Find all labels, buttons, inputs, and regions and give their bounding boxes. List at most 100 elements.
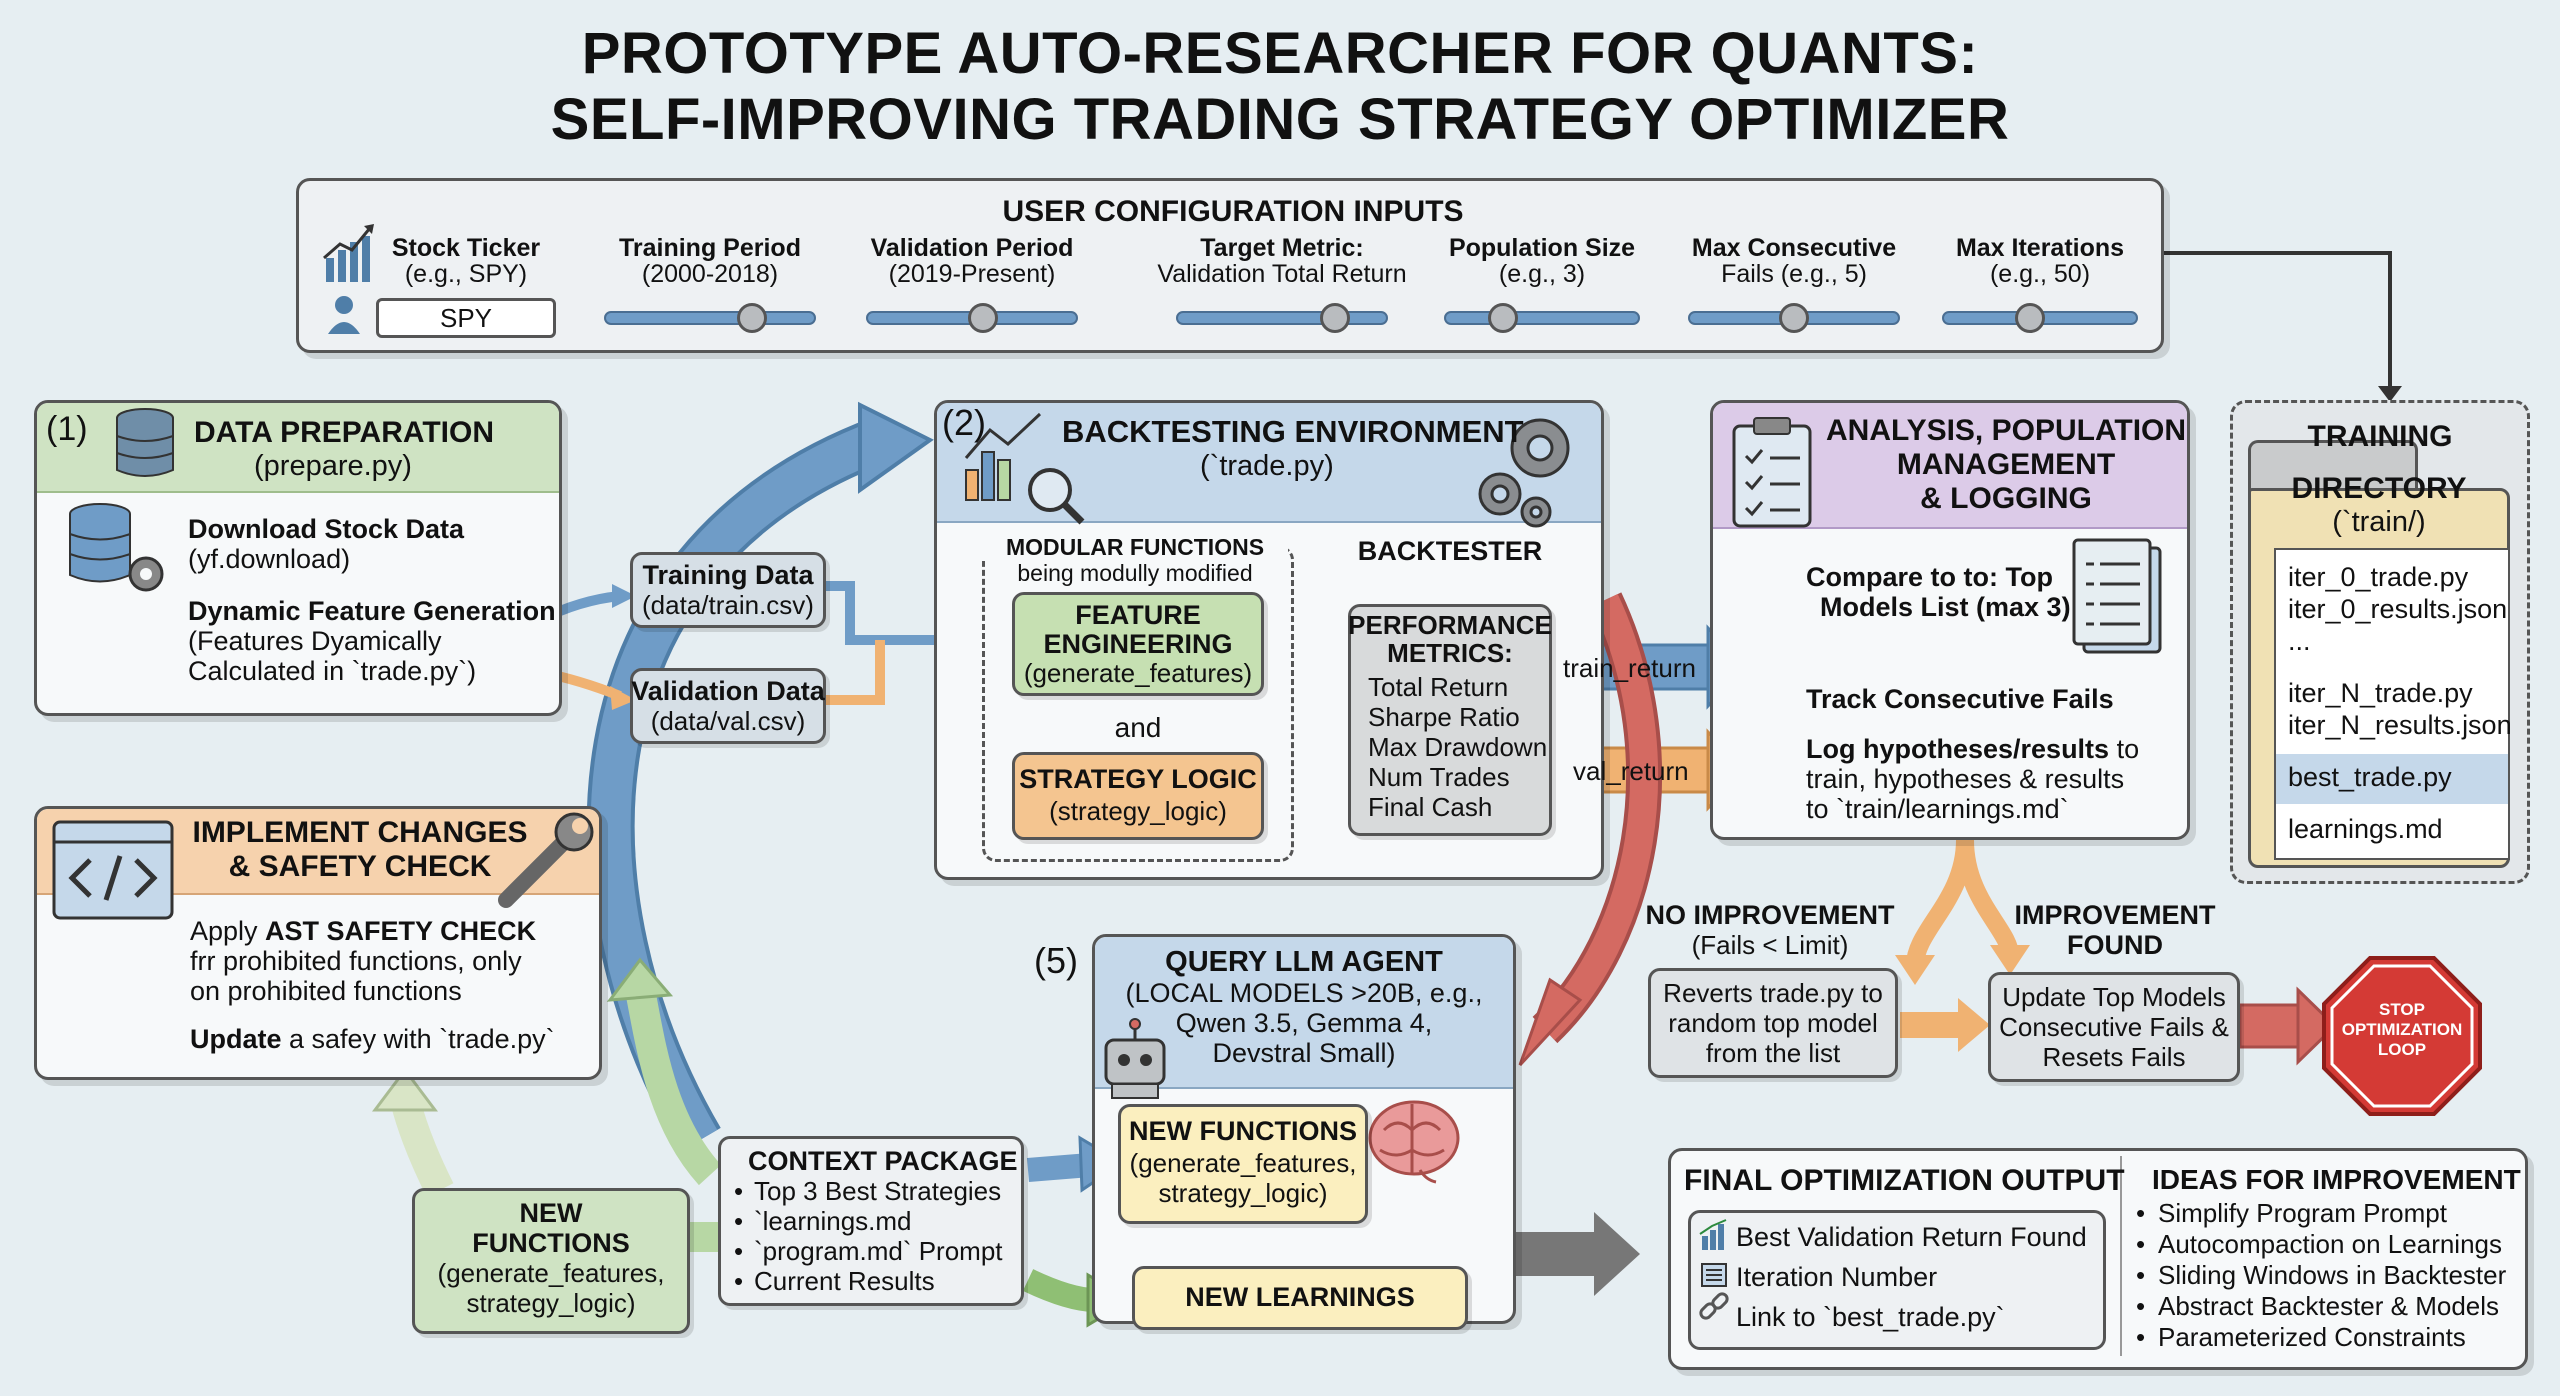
update-rest: a safey with `trade.py` <box>281 1024 555 1054</box>
dir-file-item[interactable]: iter_0_results.json <box>2288 594 2508 624</box>
config-slider-3-label: Population Size <box>1448 234 1636 262</box>
learnings-file[interactable]: learnings.md <box>2288 814 2443 844</box>
final-output-title: FINAL OPTIMIZATION OUTPUT <box>1684 1164 2125 1197</box>
update-line3: Resets Fails <box>2042 1042 2186 1072</box>
implement-line2: & SAFETY CHECK <box>228 850 492 883</box>
config-slider-1-sub: (2019-Present) <box>888 260 1056 288</box>
config-slider-4-knob[interactable] <box>1779 303 1809 333</box>
config-slider-5-label: Max Iterations <box>1955 234 2125 262</box>
dir-file-item[interactable]: ... <box>2288 626 2311 656</box>
update-line2: Consecutive Fails & <box>1999 1012 2229 1042</box>
llm-newfunc-title: NEW FUNCTIONS <box>1129 1116 1357 1146</box>
data-prep-title: DATA PREPARATION <box>194 416 494 449</box>
new-func-line4: strategy_logic) <box>466 1288 636 1318</box>
title-line-1: PROTOTYPE AUTO-RESEARCHER FOR QUANTS: <box>581 21 1979 86</box>
loop-arrowhead-backtest <box>858 401 934 494</box>
idea-item: Abstract Backtester & Models <box>2158 1291 2500 1321</box>
apply-bold: AST SAFETY CHECK <box>265 916 537 946</box>
update-bold: Update <box>190 1024 282 1054</box>
training-data-box <box>630 552 826 628</box>
revert-box <box>1648 968 1898 1078</box>
feature-gen-sub1: (Features Dyamically <box>188 626 442 656</box>
new-func-line2: FUNCTIONS <box>472 1228 630 1258</box>
new-func-line3: (generate_features, <box>437 1258 665 1288</box>
new-func-line1: NEW <box>519 1198 583 1228</box>
revert-line2: random top model <box>1668 1008 1878 1038</box>
performance-metrics-box <box>1348 604 1552 836</box>
modular-line1: MODULAR FUNCTIONS <box>982 534 1288 561</box>
final-output-item: Best Validation Return Found <box>1736 1222 2087 1252</box>
config-slider-1-knob[interactable] <box>967 303 998 333</box>
config-slider-2-label: Target Metric: <box>1200 234 1364 262</box>
metric-item: Sharpe Ratio <box>1368 702 1520 732</box>
context-item: `learnings.md <box>754 1206 912 1236</box>
best-trade-file[interactable] <box>2276 754 2508 804</box>
config-slider-0-sub: (2000-2018) <box>641 260 779 288</box>
metric-item: Final Cash <box>1368 792 1493 822</box>
no-improvement-line1: NO IMPROVEMENT <box>1645 900 1895 930</box>
config-slider-2-knob[interactable] <box>1320 303 1350 333</box>
new-functions-llm-box <box>1118 1104 1368 1224</box>
final-output-divider <box>2120 1156 2122 1356</box>
config-slider-0-track[interactable] <box>604 311 816 325</box>
training-data-title: Training Data <box>642 560 814 590</box>
config-slider-0-knob[interactable] <box>737 303 768 333</box>
llm-newfunc-line3: strategy_logic) <box>1158 1178 1328 1208</box>
context-item: `program.md` Prompt <box>754 1236 1003 1266</box>
llm-line3: Qwen 3.5, Gemma 4, <box>1175 1008 1433 1038</box>
best-trade-label: best_trade.py <box>2288 762 2452 792</box>
modular-line2: being modully modified <box>1017 560 1253 586</box>
backtest-number: (2) <box>942 402 986 443</box>
dir-line3: (`train/) <box>2332 506 2426 538</box>
data-prep-file: (prepare.py) <box>254 450 412 482</box>
update-line1: Update Top Models <box>2002 982 2226 1012</box>
apply-line3: on prohibited functions <box>190 976 462 1006</box>
apply-line1: Apply AST SAFETY CHECK <box>190 916 536 947</box>
log-line2: train, hypotheses & results <box>1806 764 2125 794</box>
metric-item: Total Return <box>1368 672 1509 702</box>
dir-file-item[interactable]: iter_N_results.json <box>2288 710 2512 740</box>
config-slider-5-knob[interactable] <box>2015 303 2046 333</box>
arrow-to-implement <box>625 987 722 1186</box>
feature-line2: ENGINEERING <box>1043 629 1233 659</box>
config-slider-0-label: Training Period <box>619 234 801 262</box>
config-slider-4-sub: Fails (e.g., 5) <box>1721 260 1867 288</box>
context-item: Current Results <box>754 1266 935 1296</box>
idea-item: Parameterized Constraints <box>2158 1322 2466 1352</box>
log-line3: to `train/learnings.md` <box>1806 794 2069 824</box>
config-header: USER CONFIGURATION INPUTS <box>1002 195 1464 228</box>
update-line: Update a safey with `trade.py` <box>190 1024 555 1055</box>
bullet-icon: • <box>2136 1291 2146 1321</box>
ticker-input[interactable]: SPY <box>376 298 556 338</box>
idea-item: Simplify Program Prompt <box>2158 1198 2447 1228</box>
dir-line1: TRAINING <box>2307 420 2453 453</box>
metrics-line2: METRICS: <box>1387 638 1513 668</box>
feature-gen-title: Dynamic Feature Generation <box>188 596 556 626</box>
dir-file-item[interactable]: iter_0_trade.py <box>2288 562 2469 592</box>
val-return-label: val_return <box>1573 756 1689 786</box>
llm-line4: Devstral Small) <box>1212 1038 1396 1068</box>
file-list <box>2274 548 2510 860</box>
compare-line2: Models List (max 3) <box>1820 592 2071 622</box>
improvement-line1: IMPROVEMENT <box>2014 900 2216 930</box>
config-to-directory-arrowhead <box>2378 386 2402 402</box>
config-slider-3-knob[interactable] <box>1487 303 1518 333</box>
validation-data-file: (data/val.csv) <box>650 706 806 736</box>
metrics-line1: PERFORMANCE <box>1348 610 1552 640</box>
validation-data-title: Validation Data <box>631 676 825 706</box>
no-improvement-line2: (Fails < Limit) <box>1691 930 1849 960</box>
apply-pre: Apply <box>190 916 266 946</box>
final-output-item: Link to `best_trade.py` <box>1736 1302 2005 1332</box>
idea-item: Sliding Windows in Backtester <box>2158 1260 2507 1290</box>
data-prep-number: (1) <box>46 410 88 448</box>
config-slider-3-track[interactable] <box>1444 311 1640 325</box>
dir-file-item[interactable]: iter_N_trade.py <box>2288 678 2473 708</box>
ideas-title: IDEAS FOR IMPROVEMENT <box>2152 1164 2521 1195</box>
log-bold: Log hypotheses/results <box>1806 734 2110 764</box>
track-fails: Track Consecutive Fails <box>1806 684 2114 714</box>
config-slider-2-track[interactable] <box>1176 311 1388 325</box>
llm-newfunc-line2: (generate_features, <box>1129 1148 1357 1178</box>
strategy-func: (strategy_logic) <box>1049 796 1227 826</box>
stop-line3: LOOP <box>2377 1040 2427 1059</box>
context-package-box <box>718 1136 1024 1306</box>
